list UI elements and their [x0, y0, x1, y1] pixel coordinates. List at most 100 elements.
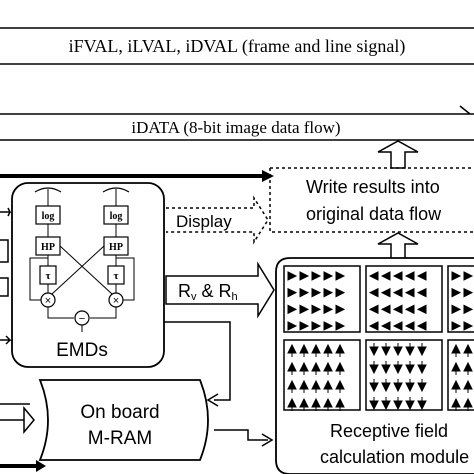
minus-symbol: − [79, 313, 85, 325]
direction-arrow-icon [392, 321, 403, 331]
receptive-field-panel [283, 339, 361, 411]
image-data-flow-label: iDATA (8-bit image data flow) [131, 118, 340, 137]
write-results-box: Write results into original data flow [269, 167, 474, 233]
image-data-flow-arrow: iDATA (8-bit image data flow) [0, 105, 474, 141]
emd-block: log log HP HP τ τ × × − [11, 182, 165, 368]
direction-arrow-icon [463, 397, 473, 411]
rv-rh-arrow: Rv & Rh [165, 261, 275, 319]
mram-line2: M-RAM [88, 428, 152, 449]
left-input-arrows [0, 207, 12, 345]
emd-title: EMDs [56, 340, 108, 361]
direction-arrow-icon [405, 343, 415, 357]
direction-arrow-icon [323, 397, 333, 411]
emd-to-mram-connector [164, 321, 231, 407]
direction-arrow-icon [392, 271, 403, 281]
direction-arrow-icon [463, 361, 473, 375]
direction-arrow-icon [381, 379, 391, 393]
direction-arrow-icon [368, 271, 379, 281]
direction-arrow-icon [299, 361, 309, 375]
direction-arrow-icon [451, 321, 462, 331]
direction-arrow-icon [335, 361, 345, 375]
mram-line1: On board [80, 402, 159, 423]
direction-arrow-icon [380, 304, 391, 315]
direction-arrow-icon [463, 379, 473, 393]
direction-arrow-icon [417, 343, 427, 357]
tau-label-right: τ [113, 270, 118, 282]
direction-arrow-icon [405, 397, 415, 411]
direction-arrow-icon [287, 343, 297, 357]
direction-arrow-icon [299, 271, 310, 281]
direction-arrow-icon [311, 287, 322, 298]
direction-arrow-icon [451, 287, 462, 298]
direction-arrow-icon [335, 343, 345, 357]
direction-arrow-icon [416, 271, 427, 281]
direction-arrow-icon [463, 321, 474, 331]
direction-arrow-icon [463, 287, 474, 298]
display-arrow: Display [166, 195, 269, 245]
direction-arrow-icon [393, 379, 403, 393]
receptive-field-panel [365, 339, 443, 411]
direction-arrow-icon [323, 271, 334, 281]
direction-arrow-icon [369, 397, 379, 411]
mult-symbol-left: × [45, 295, 51, 307]
direction-arrow-icon [311, 304, 322, 315]
direction-arrow-icon [405, 379, 415, 393]
direction-arrow-icon [335, 321, 346, 331]
direction-arrow-icon [451, 343, 461, 357]
direction-arrow-icon [404, 287, 415, 298]
direction-arrow-icon [405, 361, 415, 375]
direction-arrow-icon [368, 304, 379, 315]
direction-arrow-icon [299, 321, 310, 331]
direction-arrow-icon [381, 343, 391, 357]
direction-arrow-icon [404, 321, 415, 331]
direction-arrow-icon [369, 343, 379, 357]
direction-arrow-icon [287, 304, 298, 315]
direction-arrow-icon [416, 304, 427, 315]
direction-arrow-icon [287, 271, 298, 281]
direction-arrow-icon [380, 271, 391, 281]
direction-arrow-icon [323, 379, 333, 393]
frame-line-signal-label: iFVAL, iLVAL, iDVAL (frame and line sign… [69, 36, 406, 57]
direction-arrow-icon [417, 361, 427, 375]
direction-arrow-icon [416, 321, 427, 331]
direction-arrow-icon [311, 397, 321, 411]
direction-arrow-icon [451, 361, 461, 375]
direction-arrow-icon [451, 379, 461, 393]
display-label: Display [176, 212, 232, 231]
direction-arrow-icon [311, 361, 321, 375]
direction-arrow-icon [451, 304, 462, 315]
direction-arrow-icon [380, 287, 391, 298]
direction-arrow-icon [323, 304, 334, 315]
direction-arrow-icon [392, 304, 403, 315]
direction-arrow-icon [287, 361, 297, 375]
direction-arrow-icon [381, 361, 391, 375]
direction-arrow-icon [463, 271, 474, 281]
direction-arrow-icon [299, 287, 310, 298]
log-label-right: log [110, 211, 123, 222]
direction-arrow-icon [393, 397, 403, 411]
direction-arrow-icon [417, 379, 427, 393]
hp-label-left: HP [41, 242, 55, 253]
rv-rh-label: Rv & Rh [178, 281, 238, 303]
direction-arrow-icon [393, 361, 403, 375]
direction-arrow-icon [381, 397, 391, 411]
direction-arrow-icon [335, 271, 346, 281]
mult-symbol-right: × [113, 295, 119, 307]
direction-arrow-icon [311, 343, 321, 357]
direction-arrow-icon [323, 361, 333, 375]
direction-arrow-icon [335, 287, 346, 298]
direction-arrow-icon [335, 304, 346, 315]
direction-arrow-icon [416, 287, 427, 298]
direction-arrow-icon [311, 321, 322, 331]
direction-arrow-icon [393, 343, 403, 357]
thick-data-line [0, 170, 274, 182]
direction-arrow-icon [463, 343, 473, 357]
receptive-field-grids [283, 265, 474, 411]
direction-arrow-icon [287, 379, 297, 393]
receptive-line1: Receptive field [330, 421, 448, 441]
direction-arrow-icon [463, 304, 474, 315]
direction-arrow-icon [299, 397, 309, 411]
direction-arrow-icon [287, 397, 297, 411]
direction-arrow-icon [404, 304, 415, 315]
